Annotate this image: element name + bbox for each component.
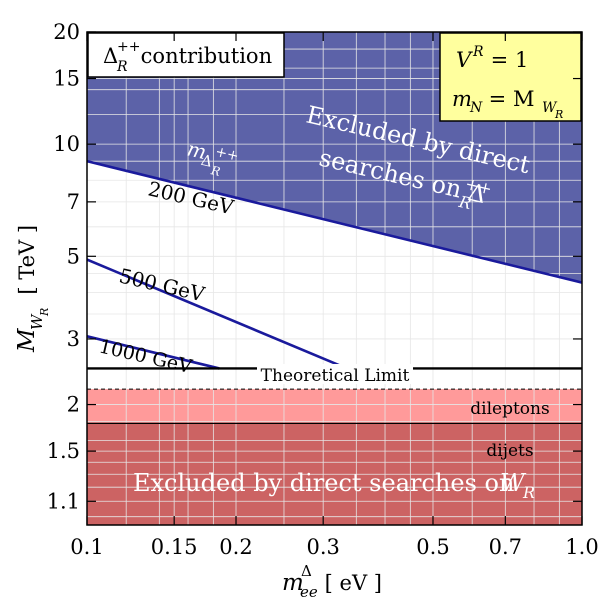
- svg-text:[ TeV ]: [ TeV ]: [15, 225, 39, 308]
- wr-excluded-label: Excluded by direct searches on W R: [133, 469, 535, 502]
- series-variable-label: m Δ ++ R: [185, 136, 240, 179]
- dileptons-label: dileptons: [470, 399, 549, 419]
- x-axis: 0.1 0.15 0.2 0.3 0.5 0.7 1.0: [70, 32, 599, 559]
- svg-text:[ eV ]: [ eV ]: [318, 571, 382, 595]
- svg-text:++: ++: [117, 39, 140, 55]
- y-tick-label: 2: [67, 393, 80, 417]
- x-tick-label: 0.2: [219, 535, 252, 559]
- x-tick-label: 0.5: [416, 535, 449, 559]
- theoretical-limit-label-bg: [257, 364, 413, 384]
- y-tick-label: 7: [67, 190, 80, 214]
- svg-text:m: m: [185, 136, 209, 164]
- legend-box-contribution: Δ ++ R contribution: [87, 32, 285, 78]
- svg-text:m: m: [452, 87, 472, 111]
- svg-text:R: R: [472, 44, 484, 60]
- curves: [87, 159, 582, 370]
- svg-text:m: m: [282, 570, 304, 596]
- series-line-1: [87, 258, 348, 370]
- svg-text:R: R: [554, 108, 563, 121]
- x-tick-label: 0.7: [489, 535, 522, 559]
- series-label-1000: 1000 GeV: [97, 335, 194, 378]
- series-line-0: [87, 159, 582, 284]
- x-tick-label: 0.1: [70, 535, 103, 559]
- svg-text:W: W: [542, 100, 558, 116]
- series-line-2: [87, 335, 220, 370]
- x-tick-label: 0.3: [306, 535, 339, 559]
- svg-text:N: N: [469, 100, 483, 116]
- y-tick-label: 20: [53, 20, 80, 44]
- svg-text:R: R: [209, 163, 222, 179]
- svg-text:Excluded by direct searches on: Excluded by direct searches on: [133, 469, 514, 497]
- y-tick-label: 1.1: [47, 489, 80, 513]
- svg-text:M: M: [14, 327, 40, 353]
- svg-text:R: R: [38, 308, 51, 317]
- dijets-label: dijets: [486, 441, 533, 461]
- svg-text:Δ: Δ: [301, 562, 312, 580]
- y-tick-label: 15: [53, 67, 80, 91]
- svg-text:W: W: [28, 313, 46, 330]
- theoretical-limit-label: Theoretical Limit: [261, 366, 410, 386]
- svg-text:R: R: [116, 59, 128, 75]
- series-label-500: 500 GeV: [117, 263, 208, 306]
- dileptons-region: [87, 389, 582, 424]
- x-axis-label: m ee Δ [ eV ]: [282, 562, 382, 601]
- x-tick-label: 0.15: [151, 535, 198, 559]
- plot-frame: [86, 31, 583, 526]
- svg-text:Δ: Δ: [199, 151, 214, 171]
- y-tick-label: 10: [53, 132, 80, 156]
- svg-text:V: V: [456, 48, 473, 72]
- y-tick-label: 1.5: [47, 439, 80, 463]
- svg-text:= M: = M: [482, 87, 534, 111]
- x-tick-label: 1.0: [565, 535, 598, 559]
- svg-text:R: R: [522, 483, 535, 502]
- grid: [87, 32, 582, 525]
- svg-text:R: R: [456, 192, 473, 213]
- y-axis: 1.1 1.5 2 3 5 7 10 15 20: [47, 20, 582, 513]
- svg-text:++: ++: [214, 144, 240, 165]
- svg-text:W: W: [500, 469, 527, 497]
- svg-text:= 1: = 1: [484, 48, 528, 72]
- svg-text:contribution: contribution: [134, 44, 272, 68]
- svg-text:Δ: Δ: [103, 44, 118, 68]
- y-tick-label: 3: [67, 327, 80, 351]
- y-tick-label: 5: [67, 244, 80, 268]
- svg-text:ee: ee: [300, 583, 318, 601]
- y-axis-label: M W R [ TeV ]: [14, 225, 51, 353]
- parameter-box: V R = 1 m N = M W R: [439, 32, 582, 122]
